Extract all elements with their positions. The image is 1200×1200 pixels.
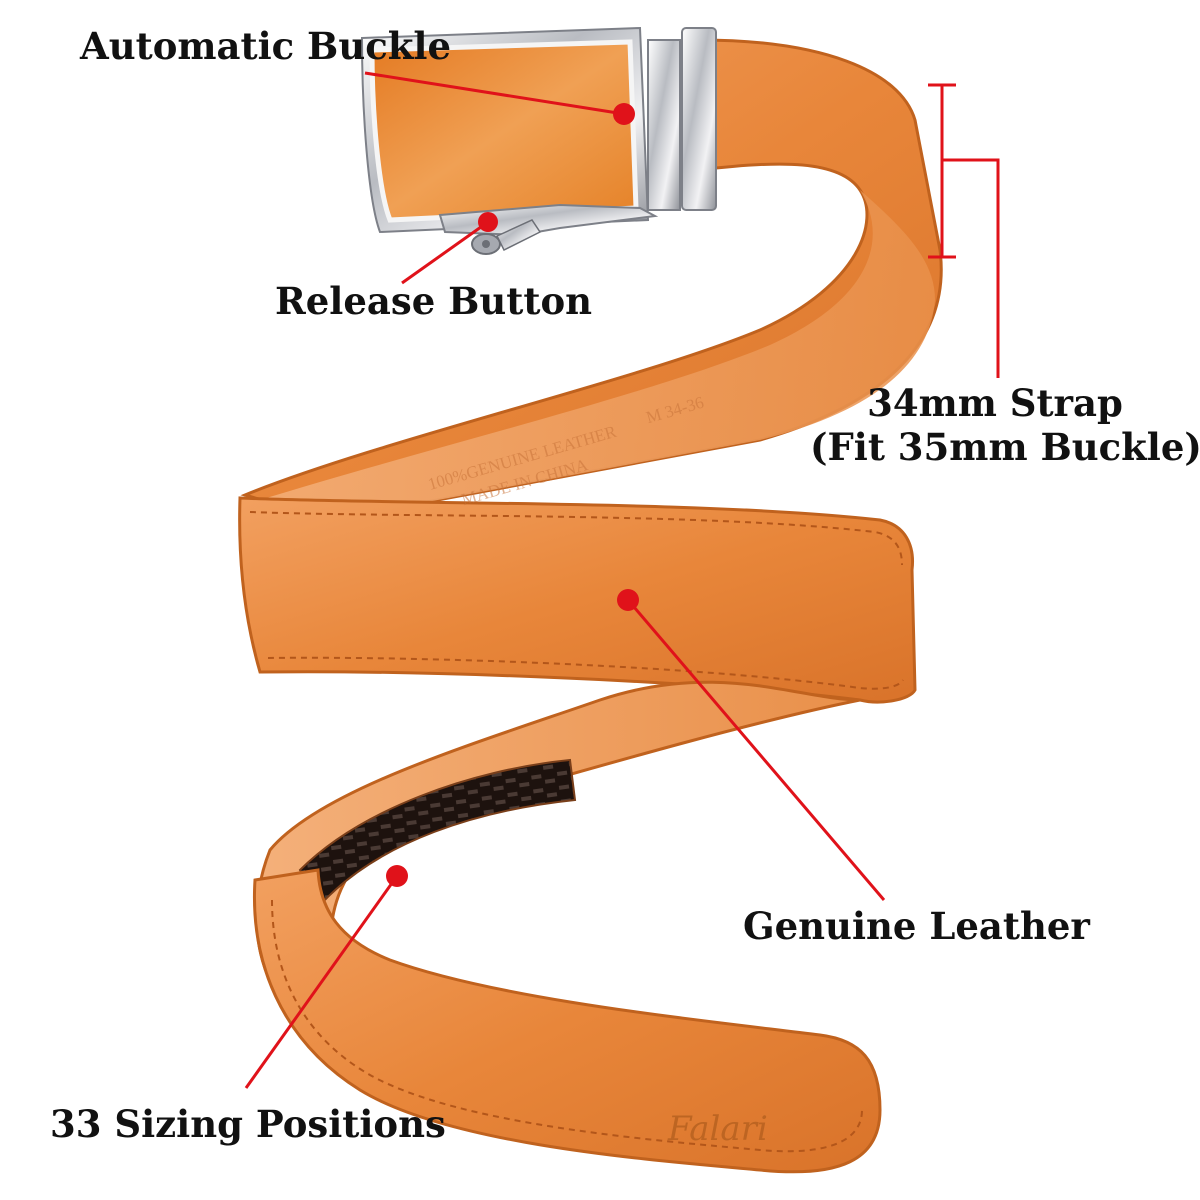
belt-upper-inner (260, 190, 935, 520)
label-genuine-leather: Genuine Leather (743, 904, 1090, 948)
belt-middle-stitch-top (249, 511, 903, 566)
strap-fit-text: (Fit 35mm Buckle) (810, 424, 1200, 469)
belt-middle-strap (238, 496, 917, 704)
pointer-release-button (401, 220, 489, 285)
release-button (471, 219, 542, 255)
label-strap-width: 34mm Strap (Fit 35mm Buckle) (810, 381, 1200, 469)
strap-width-text: 34mm Strap (867, 381, 1123, 425)
buckle-bar-1 (647, 39, 681, 211)
buckle-bar-2 (681, 27, 717, 211)
automatic-buckle (360, 26, 717, 255)
pointer-genuine-leather (626, 599, 886, 901)
belt-lower-strap (252, 868, 882, 1174)
brand-mark: Falari (667, 1109, 768, 1149)
dot-genuine-leather (617, 589, 639, 611)
strap-width-dimension (928, 83, 1000, 378)
label-sizing-positions: 33 Sizing Positions (50, 1102, 446, 1146)
belt-middle-stitch-bottom (267, 656, 904, 690)
pointer-automatic-buckle (364, 71, 625, 116)
pointer-sizing-positions (244, 875, 399, 1089)
dot-automatic-buckle (613, 103, 635, 125)
buckle-face (369, 39, 639, 223)
label-release-button: Release Button (275, 279, 593, 323)
ratchet-track (298, 758, 577, 907)
belt-lower-stitch (271, 899, 863, 1153)
dot-release-button (478, 212, 498, 232)
label-automatic-buckle: Automatic Buckle (80, 24, 451, 68)
callout-pointers (244, 71, 886, 1089)
dot-sizing-positions (386, 865, 408, 887)
